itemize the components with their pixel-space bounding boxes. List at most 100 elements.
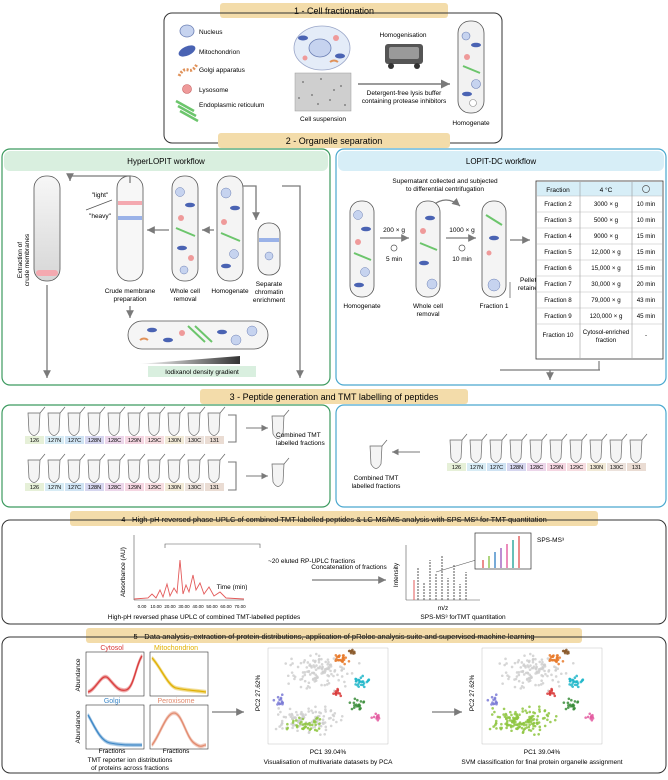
scatter-point <box>576 700 580 704</box>
scatter-point <box>337 678 341 682</box>
scatter-point <box>543 663 547 667</box>
scatter-point <box>567 651 570 655</box>
table-cell: Fraction 6 <box>544 265 572 272</box>
scatter-point <box>541 660 544 664</box>
scatter-point <box>323 721 327 724</box>
scatter-point <box>506 719 509 723</box>
scatter-point <box>314 652 318 656</box>
scatter-point <box>301 671 305 674</box>
fraction1-tube <box>481 200 507 298</box>
tube-icon <box>489 439 503 463</box>
abundance-label-2: Abundance <box>75 710 82 743</box>
scatter-point <box>323 683 327 687</box>
buffer-label-1: Detergent-free lysis buffer <box>367 90 442 97</box>
scatter-point <box>324 660 328 664</box>
scatter-point <box>307 731 311 734</box>
scatter-point <box>523 727 527 731</box>
scatter-point <box>326 658 330 661</box>
scatter-point <box>327 665 330 669</box>
scatter-point <box>352 706 356 709</box>
scatter-point <box>554 668 558 672</box>
scatter-point <box>511 716 515 720</box>
scatter-point <box>507 716 511 719</box>
tube-icon <box>67 412 81 436</box>
scatter-point <box>274 727 278 731</box>
scatter-point <box>524 709 527 712</box>
scatter-point <box>302 715 305 718</box>
scatter-point <box>500 722 503 726</box>
section1-banner <box>220 3 448 18</box>
scatter-point <box>551 678 555 682</box>
nucleus-icon <box>179 24 195 38</box>
scatter-point <box>546 692 549 695</box>
scatter-point <box>276 703 279 706</box>
scatter-point <box>535 718 539 722</box>
scatter-point <box>531 660 535 664</box>
profile-line <box>87 655 143 693</box>
scatter-point <box>508 719 512 722</box>
scatter-point <box>537 671 541 674</box>
homogenisation-label: Homogenisation <box>380 32 427 39</box>
table-cell: Fraction 9 <box>544 313 572 320</box>
scatter-point <box>569 679 572 683</box>
heavy-band <box>118 216 142 220</box>
scatter-point <box>353 704 356 707</box>
tube-icon <box>167 412 181 436</box>
scatter-point <box>286 722 289 726</box>
scatter-point <box>566 706 570 709</box>
tmt-channel-label: 128C <box>108 485 121 491</box>
profile-line <box>151 656 207 692</box>
scatter-point <box>534 667 538 671</box>
scatter-point <box>525 711 529 715</box>
scatter-point <box>314 673 318 677</box>
sps-inset <box>474 532 532 570</box>
fractions-label-1: Fractions <box>99 748 126 755</box>
scatter-point <box>296 665 300 669</box>
scatter-point <box>334 690 338 693</box>
tube-icon <box>187 459 201 483</box>
scatter-point <box>490 695 494 699</box>
tube-icon <box>127 412 141 436</box>
scatter-point <box>312 671 315 675</box>
scatter-point <box>517 673 521 677</box>
scatter-point <box>327 660 330 664</box>
scatter-point <box>342 658 346 662</box>
mz-label: m/z <box>438 605 448 612</box>
tube-icon <box>549 439 563 463</box>
scatter-point <box>287 682 290 685</box>
fractions-label-2: Fractions <box>163 748 190 755</box>
scatter-point <box>576 685 580 689</box>
scatter-point <box>531 727 535 730</box>
scatter-point <box>527 665 530 669</box>
scatter-point <box>335 720 338 724</box>
scatter-point <box>295 724 298 727</box>
homogeniser-icon <box>385 44 423 69</box>
scatter-point <box>564 672 568 675</box>
scatter-point <box>303 679 307 683</box>
scatter-point <box>300 677 304 681</box>
scatter-point <box>314 668 318 672</box>
scatter-point <box>326 679 329 683</box>
dc-whole-label-2: removal <box>416 311 440 318</box>
scatter-point <box>530 716 533 720</box>
absorbance-label: Absorbance (AU) <box>120 547 127 597</box>
scatter-point <box>290 657 293 661</box>
scatter-point <box>293 677 296 681</box>
pca-pc2-label: PC2 27.62% <box>255 675 262 712</box>
scatter-point <box>329 724 333 728</box>
scatter-point <box>314 705 317 709</box>
scatter-point <box>549 720 552 724</box>
scatter-point <box>546 674 549 678</box>
sps-peaks <box>482 536 520 568</box>
tube-icon <box>147 412 161 436</box>
tmt-channel-label: 130N <box>168 485 181 491</box>
scatter-point <box>498 715 502 719</box>
scatter-point <box>493 710 496 714</box>
table-cell: 15 min <box>637 265 656 272</box>
scatter-point <box>356 683 359 687</box>
buffer-label-2: containing protease inhibitors <box>362 98 447 105</box>
tube-icon <box>147 459 161 483</box>
scatter-point <box>521 681 525 685</box>
scatter-point <box>313 725 317 729</box>
profile-line <box>87 715 143 748</box>
